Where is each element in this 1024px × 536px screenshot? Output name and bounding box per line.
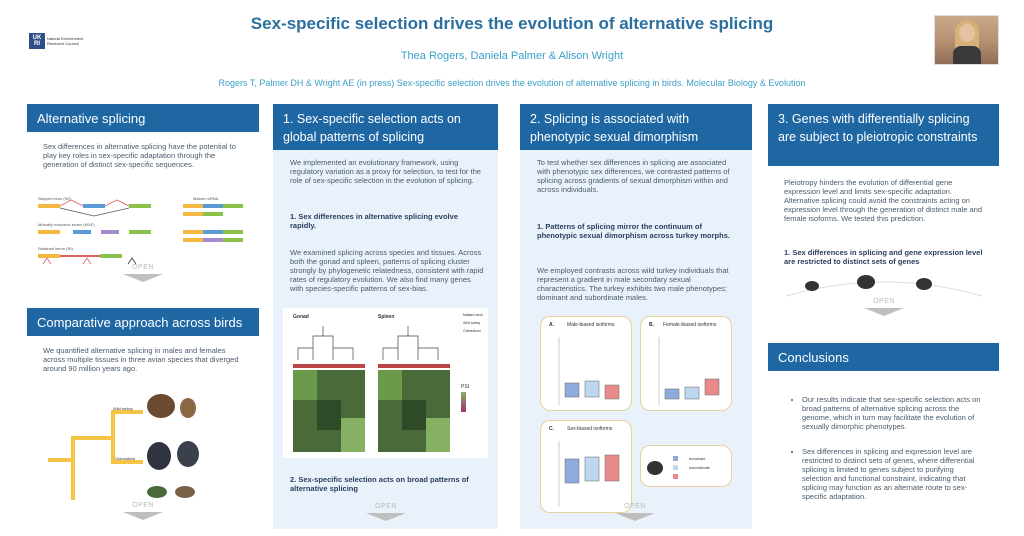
section1-heading: 1. Sex-specific selection acts on global… [273, 104, 498, 150]
chevron-down-icon[interactable] [864, 308, 904, 316]
section2-heading: 2. Splicing is associated with phenotypi… [520, 104, 752, 150]
heatmap-figure: Gonad Spleen Mallard duck Wild turkey Gu… [283, 308, 488, 458]
open-label-5[interactable]: OPEN [873, 298, 895, 305]
open-label-4[interactable]: OPEN [624, 503, 646, 510]
open-label-2[interactable]: OPEN [132, 502, 154, 509]
diag-label-mxe: Mutually exclusive exons (MXE) [38, 222, 95, 227]
chevron-down-icon[interactable] [123, 512, 163, 520]
section1-text: We implemented an evolutionary framework… [290, 158, 481, 185]
diag-label-se: Skipped exon (SE) [38, 196, 72, 201]
legend-subordinate: subordinate [689, 465, 711, 470]
comparative-text: We quantified alternative splicing in ma… [43, 346, 239, 373]
section1-sub1: 1. Sex differences in alternative splici… [290, 212, 458, 230]
conclusions-heading: Conclusions [768, 343, 999, 371]
legend-dominant: dominant [689, 456, 706, 461]
plot-b-title: Female-biased isoforms [663, 322, 717, 328]
diag-label-ri: Retained intron (RI) [38, 246, 74, 251]
boxplot-c: C. Sex-biased isoforms [540, 420, 632, 513]
comparative-heading: Comparative approach across birds [27, 308, 259, 336]
ukri-logo: UK RI Natural Environment Research Counc… [29, 32, 99, 50]
tree-label-guineafowl: Guineafowl [115, 456, 135, 461]
plot-legend: dominant subordinate [640, 445, 732, 487]
alt-splicing-text: Sex differences in alternative splicing … [43, 142, 236, 169]
fig-legend-guineafowl: Guineafowl [463, 329, 481, 333]
section1-sub2: 2. Sex-specific selection acts on broad … [290, 475, 469, 493]
section3-heading: 3. Genes with differentially splicing ar… [768, 104, 999, 166]
plot-b-letter: B. [649, 322, 654, 328]
conclusions-list: Our results indicate that sex-specific s… [792, 395, 982, 517]
tree-label-turkey: Wild turkey [113, 406, 133, 411]
fig-legend-turkey: Wild turkey [463, 321, 481, 325]
section1-text2: We examined splicing across species and … [290, 248, 484, 293]
conclusion-item-2: Sex differences in splicing and expressi… [802, 447, 982, 501]
plot-c-letter: C. [549, 426, 554, 432]
splicing-diagram: Skipped exon (SE) Mutually exclusive exo… [38, 196, 243, 265]
alt-splicing-heading: Alternative splicing [27, 104, 259, 132]
birds-arc [785, 275, 983, 297]
boxplot-b: B. Female-biased isoforms [640, 316, 732, 411]
boxplot-a: A. Male-biased isoforms [540, 316, 632, 411]
author-photo [934, 15, 999, 65]
authors: Thea Rogers, Daniela Palmer & Alison Wri… [400, 50, 624, 62]
poster-title: Sex-specific selection drives the evolut… [250, 14, 774, 33]
fig-spleen: Spleen [378, 314, 394, 320]
section3-sub1: 1. Sex differences in splicing and gene … [784, 248, 983, 266]
diag-label-mrna: Mature mRNA [193, 196, 219, 201]
section2-sub1: 1. Patterns of splicing mirror the conti… [537, 222, 730, 240]
open-label-1[interactable]: OPEN [132, 264, 154, 271]
plot-a-letter: A. [549, 322, 554, 328]
logo-text: Natural Environment Research Council [47, 36, 84, 46]
chevron-down-icon[interactable] [366, 513, 406, 521]
logo-mark: UK RI [29, 33, 45, 49]
species-tree: Wild turkey Guineafowl [48, 394, 199, 500]
chevron-down-icon[interactable] [615, 513, 655, 521]
section2-text: To test whether sex differences in splic… [537, 158, 730, 194]
conclusion-item-1: Our results indicate that sex-specific s… [802, 395, 982, 431]
fig-legend-duck: Mallard duck [463, 313, 483, 317]
plot-a-title: Male-biased isoforms [567, 322, 615, 328]
section2-text2: We employed contrasts across wild turkey… [537, 266, 729, 302]
section3-text: Pleiotropy hinders the evolution of diff… [784, 178, 983, 223]
citation: Rogers T, Palmer DH & Wright AE (in pres… [218, 78, 806, 88]
open-label-3[interactable]: OPEN [375, 503, 397, 510]
plot-c-title: Sex-biased isoforms [567, 426, 613, 432]
fig-psi: PSI [461, 384, 469, 390]
chevron-down-icon[interactable] [123, 274, 163, 282]
fig-gonad: Gonad [293, 314, 309, 320]
